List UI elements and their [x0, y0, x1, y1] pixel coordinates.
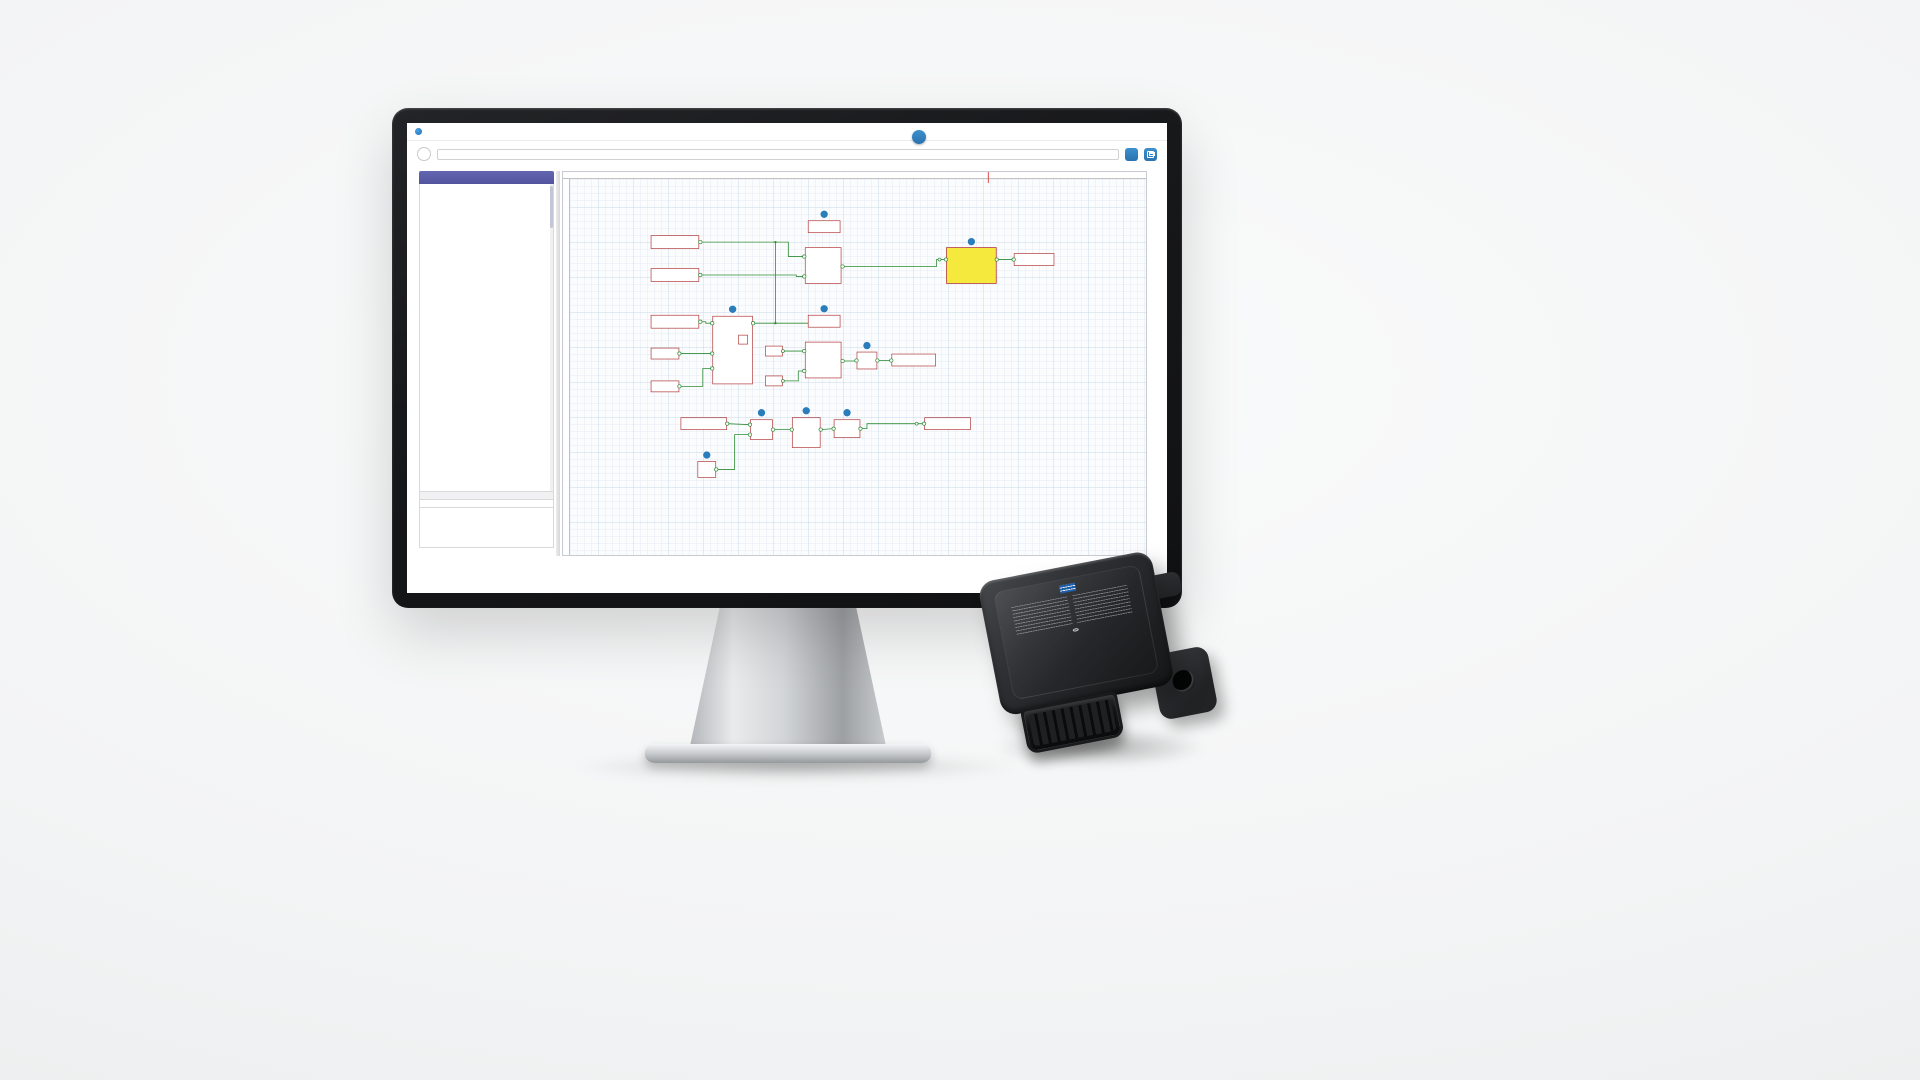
app-window — [407, 123, 1167, 593]
wire[interactable] — [700, 241, 805, 257]
title-bar — [407, 123, 1167, 141]
panel-resizer[interactable] — [556, 171, 560, 556]
node-value-1[interactable] — [765, 375, 785, 387]
wire[interactable] — [782, 370, 805, 382]
app-toolbar — [407, 141, 1167, 167]
node-value-1000[interactable] — [650, 380, 682, 393]
save-button[interactable] — [1144, 147, 1157, 161]
vertical-ruler — [563, 179, 570, 555]
standard-library-row[interactable] — [419, 500, 554, 508]
library-header — [419, 171, 554, 184]
node-can-receive[interactable] — [680, 417, 730, 431]
node-mux-2[interactable] — [802, 304, 845, 379]
node-lut-temperatur[interactable] — [937, 237, 999, 284]
execution-order-badge — [967, 237, 976, 246]
wire[interactable] — [716, 434, 751, 470]
node-value-9000[interactable] — [650, 347, 682, 360]
node-value-0[interactable] — [765, 345, 785, 357]
execution-order-badge — [819, 304, 829, 314]
back-button[interactable] — [417, 147, 431, 161]
library-panel — [419, 171, 554, 548]
node-ai-port-3[interactable] — [650, 314, 703, 329]
can-io-module-photo — [977, 548, 1219, 778]
wire[interactable] — [679, 368, 713, 387]
monitor-stand-base — [645, 744, 931, 763]
device-body-group — [975, 538, 1196, 775]
wires — [679, 240, 1014, 470]
node-and-2[interactable] — [748, 408, 775, 440]
node-mux-1[interactable] — [802, 210, 845, 284]
node-can-send-1[interactable] — [1011, 253, 1055, 266]
device-housing — [977, 549, 1176, 717]
wire[interactable] — [700, 274, 805, 277]
library-empty-area — [419, 508, 554, 548]
node-not[interactable] — [854, 341, 880, 370]
device-label — [993, 564, 1160, 701]
node-ai-port-2[interactable] — [650, 268, 703, 282]
title-bar-left — [415, 128, 426, 135]
execution-order-badge — [757, 408, 766, 418]
execution-order-badge — [702, 450, 712, 460]
node-comparator-hysteresis[interactable] — [710, 305, 756, 385]
e1-mark — [1072, 627, 1079, 632]
project-library-row[interactable] — [419, 492, 554, 500]
horizontal-ruler — [563, 172, 1146, 179]
node-ai-port-1[interactable] — [650, 235, 703, 249]
mrs-logo — [1059, 582, 1077, 594]
execution-order-badge — [728, 305, 737, 314]
wire[interactable] — [700, 321, 713, 324]
wire[interactable] — [842, 259, 947, 267]
block-diagram — [650, 172, 1055, 478]
node-can-send-2[interactable] — [914, 417, 971, 431]
filename-input[interactable] — [437, 148, 1119, 160]
wire[interactable] — [820, 428, 834, 431]
node-change-detect[interactable] — [831, 408, 863, 438]
diagram-canvas[interactable] — [562, 171, 1147, 556]
tools-button[interactable] — [1125, 147, 1138, 161]
floppy-icon — [1147, 150, 1155, 158]
monitor — [392, 108, 1182, 608]
node-converter-ad[interactable] — [789, 406, 823, 448]
library-grid — [419, 184, 554, 492]
execution-order-badge — [842, 408, 852, 418]
wire[interactable] — [860, 423, 925, 430]
execution-order-badge — [801, 406, 811, 416]
wire-junction — [774, 322, 777, 325]
monitor-stand-neck — [690, 600, 886, 746]
node-dig-1[interactable] — [697, 450, 719, 478]
app-logo-icon — [415, 128, 422, 135]
wire[interactable] — [727, 423, 751, 426]
node-digout[interactable] — [889, 353, 936, 367]
library-scrollbar[interactable] — [550, 184, 553, 491]
scrollbar-thumb[interactable] — [550, 186, 553, 228]
execution-order-badge — [819, 210, 829, 219]
wire-junction — [774, 240, 777, 244]
execution-order-badge — [862, 341, 872, 350]
sync-button[interactable] — [912, 130, 926, 144]
